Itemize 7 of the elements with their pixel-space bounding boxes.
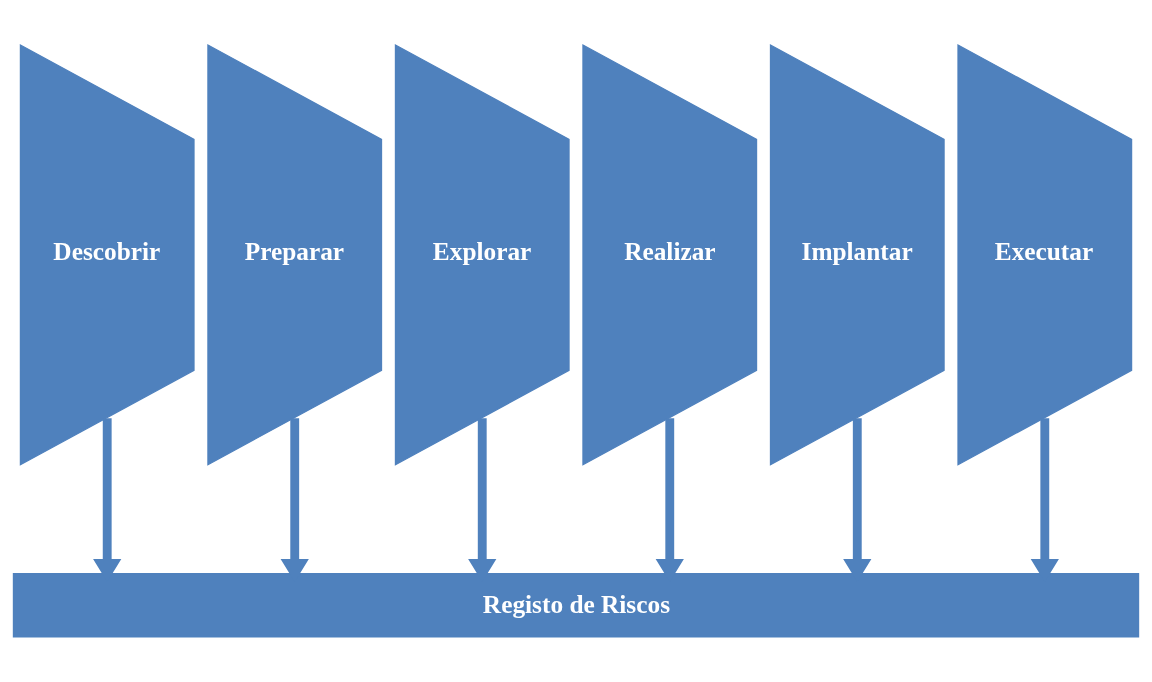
node-box: Implantar — [769, 43, 945, 466]
node-box: Descobrir — [19, 43, 195, 466]
node-box: Realizar — [582, 43, 758, 466]
node-box: Registo de Riscos — [12, 572, 1140, 638]
node-box: Explorar — [394, 43, 570, 466]
node-box: Preparar — [207, 43, 383, 466]
node-box: Executar — [957, 43, 1133, 466]
